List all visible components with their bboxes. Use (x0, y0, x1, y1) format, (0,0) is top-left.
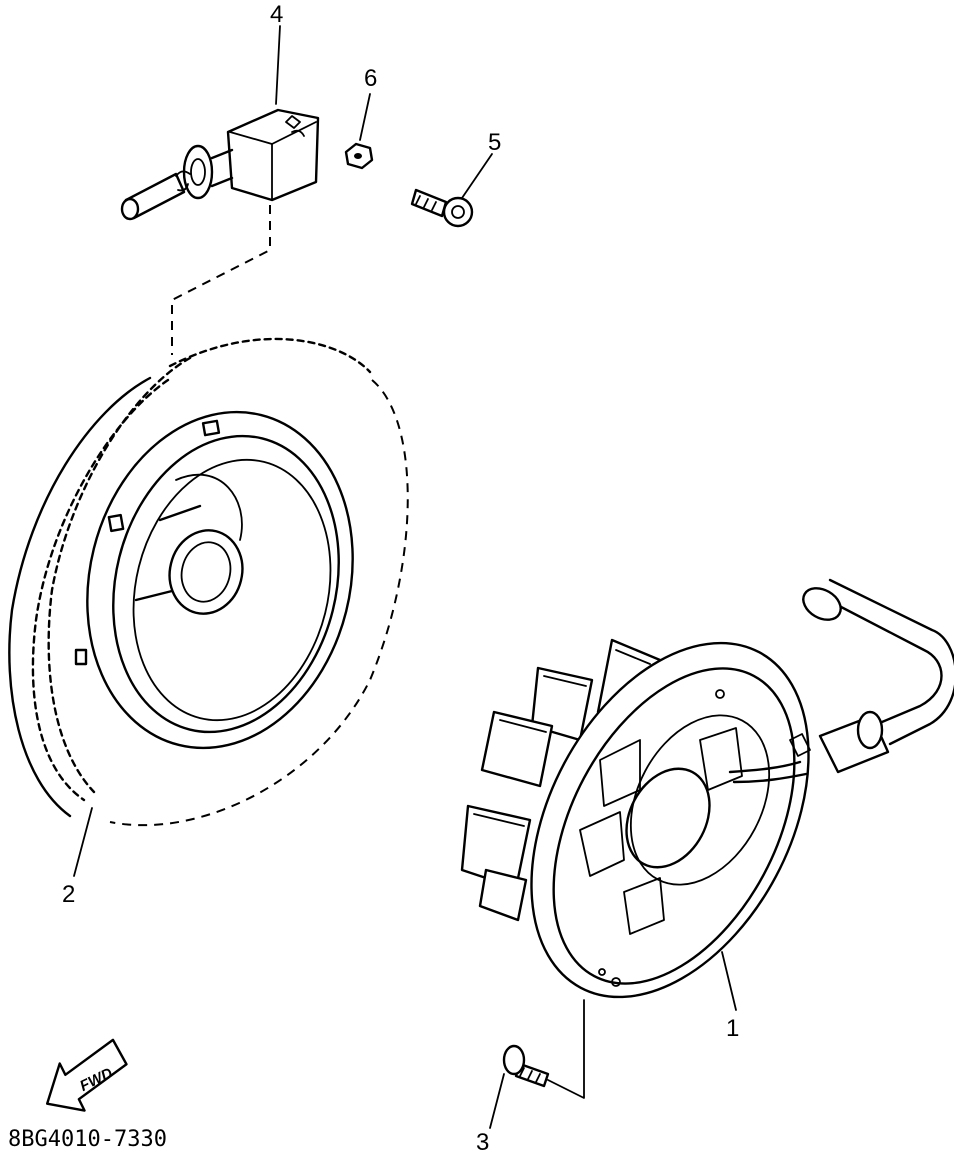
leader-4-to-flywheel (171, 205, 271, 355)
callout-3: 3 (476, 1129, 489, 1155)
leader-4 (275, 25, 281, 105)
callout-5: 5 (488, 129, 501, 156)
leader-6 (359, 93, 371, 141)
part-6-nut (344, 142, 374, 170)
diagram-code: 8BG4010-7330 (8, 1127, 167, 1152)
fwd-direction-arrow: FWD (45, 1038, 128, 1112)
part-2-flywheel (8, 337, 409, 827)
leader-2 (73, 807, 93, 877)
leader-3 (489, 1073, 505, 1129)
part-4-pickup-sensor (120, 108, 320, 221)
callout-4: 4 (270, 1, 283, 28)
leader-3-bracket (547, 999, 585, 1099)
leader-5 (461, 153, 493, 199)
callout-6: 6 (364, 65, 377, 92)
part-5-bolt (410, 188, 474, 228)
callout-2: 2 (62, 881, 75, 908)
leader-1 (721, 951, 737, 1011)
part-3-screw (502, 1044, 550, 1088)
callout-1: 1 (726, 1015, 739, 1042)
part-1-stator-assembly (460, 578, 954, 999)
